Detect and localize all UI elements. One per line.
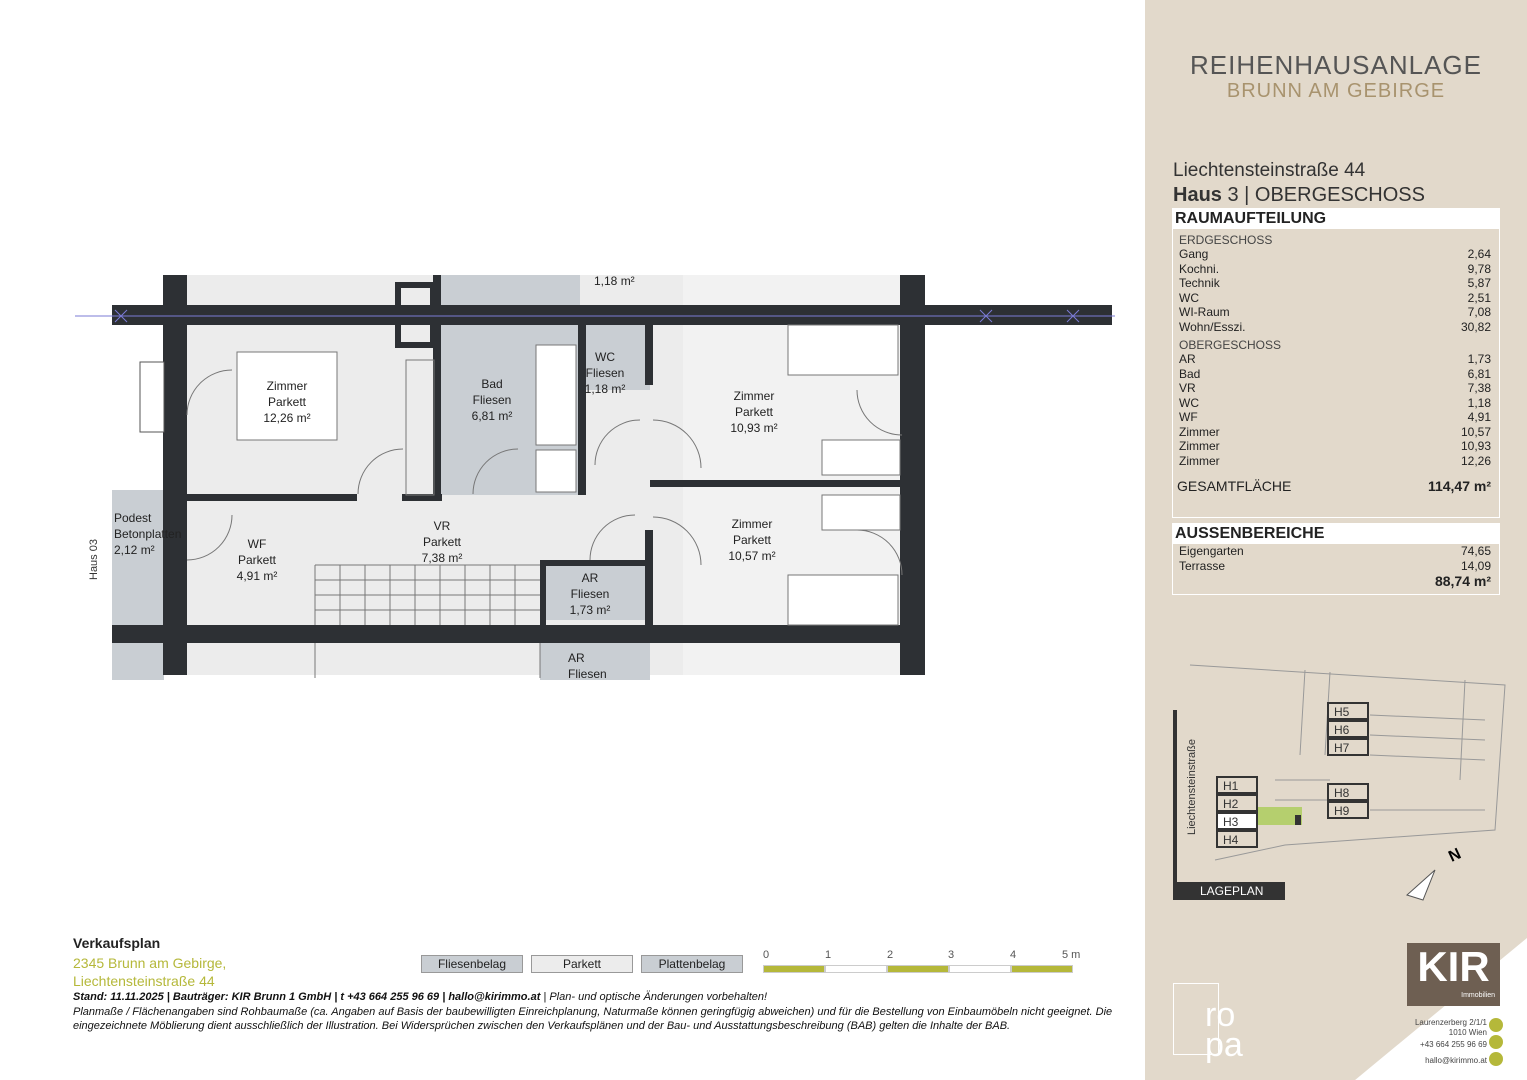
outdoor-title: AUSSENBEREICHE bbox=[1173, 524, 1499, 544]
svg-text:H8: H8 bbox=[1334, 786, 1350, 800]
legend-slabs: Plattenbelag bbox=[641, 955, 743, 973]
disclaimer: Planmaße / Flächenangaben sind Rohbaumaß… bbox=[73, 1006, 1113, 1032]
section-title: OBERGESCHOSS bbox=[1179, 338, 1282, 352]
house-tag: Haus 03 bbox=[88, 539, 100, 580]
contact-email: hallo@kirimmo.at bbox=[1425, 1056, 1487, 1065]
location-icon bbox=[1489, 1018, 1503, 1032]
stand-line: Stand: 11.11.2025 | Bauträger: KIR Brunn… bbox=[73, 991, 768, 1003]
project-title: REIHENHAUSANLAGE bbox=[1190, 50, 1482, 80]
contact-phone: +43 664 255 96 69 bbox=[1420, 1040, 1487, 1049]
room-table-title: RAUMAUFTEILUNG bbox=[1173, 209, 1499, 229]
address: Liechtensteinstraße 44 bbox=[1173, 160, 1366, 181]
scale-segment bbox=[887, 965, 949, 973]
scale-segment bbox=[949, 965, 1011, 973]
street-label: Liechtensteinstraße bbox=[1186, 739, 1198, 835]
scale-tick: 5 m bbox=[1062, 949, 1081, 961]
site-house: H1 bbox=[1216, 776, 1258, 794]
phone-icon bbox=[1489, 1035, 1503, 1049]
site-house: H6 bbox=[1327, 720, 1369, 738]
svg-text:H4: H4 bbox=[1223, 833, 1239, 847]
north-arrow-icon bbox=[1406, 869, 1436, 901]
scale-tick: 2 bbox=[887, 949, 894, 961]
svg-text:H3: H3 bbox=[1223, 815, 1239, 829]
footer-address: 2345 Brunn am Gebirge,Liechtensteinstraß… bbox=[73, 955, 227, 989]
site-house: H8 bbox=[1327, 783, 1369, 801]
kir-logo: KIR Immobilien bbox=[1407, 943, 1500, 1006]
legend-tiles: Fliesenbelag bbox=[421, 955, 523, 973]
site-house: H9 bbox=[1327, 801, 1369, 819]
room-row: Kochni.9,78 bbox=[1179, 261, 1491, 276]
scale-segment bbox=[825, 965, 887, 973]
contact-city: 1010 Wien bbox=[1448, 1028, 1487, 1037]
scale-tick: 3 bbox=[948, 949, 955, 961]
room-row: Wohn/Esszi.30,82 bbox=[1179, 319, 1491, 334]
scale-tick: 4 bbox=[1010, 949, 1017, 961]
site-house: H5 bbox=[1327, 702, 1369, 720]
svg-text:H5: H5 bbox=[1334, 705, 1350, 719]
scale-segment bbox=[763, 965, 825, 973]
contact-street: Laurenzerberg 2/1/1 bbox=[1414, 1018, 1487, 1027]
legend-parquet: Parkett bbox=[531, 955, 633, 973]
scale-tick: 1 bbox=[825, 949, 832, 961]
site-house: H2 bbox=[1216, 794, 1258, 812]
partner-logo bbox=[1173, 983, 1219, 1055]
svg-text:H9: H9 bbox=[1334, 804, 1350, 818]
neighbor-area: 1,18 m² bbox=[594, 274, 635, 288]
north-label: N bbox=[1446, 845, 1464, 865]
outdoor-total: 88,74 m² bbox=[1434, 573, 1491, 589]
svg-text:H7: H7 bbox=[1334, 741, 1350, 755]
svg-text:H2: H2 bbox=[1223, 797, 1239, 811]
site-house: H4 bbox=[1216, 830, 1258, 848]
project-subtitle: BRUNN AM GEBIRGE bbox=[1226, 80, 1446, 102]
site-house: H7 bbox=[1327, 738, 1369, 756]
section-title: ERDGESCHOSS bbox=[1179, 233, 1273, 247]
site-house: H3 bbox=[1216, 812, 1258, 830]
svg-text:H1: H1 bbox=[1223, 779, 1239, 793]
scale-tick: 0 bbox=[763, 949, 770, 961]
svg-text:H6: H6 bbox=[1334, 723, 1350, 737]
site-plan-label: LAGEPLAN bbox=[1200, 884, 1263, 898]
footer-title: Verkaufsplan bbox=[73, 935, 161, 951]
scale-segment bbox=[1011, 965, 1073, 973]
mail-icon bbox=[1489, 1052, 1503, 1066]
house-title: Haus 3 | OBERGESCHOSS bbox=[1173, 184, 1425, 206]
